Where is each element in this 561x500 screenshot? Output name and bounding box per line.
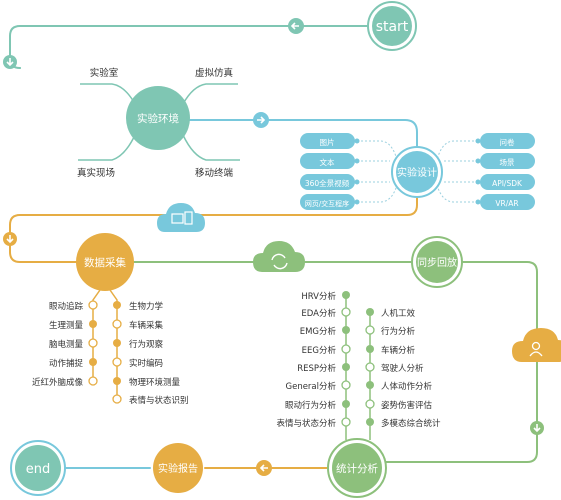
env-item-field: 真实现场 (77, 167, 115, 179)
collect-left-item: 眼动追踪 (49, 301, 84, 312)
design-node: 实验设计 (391, 146, 443, 198)
collect-right-item: 物理环境测量 (129, 377, 181, 388)
collect-right-labels: 生物力学 车辆采集 行为观察 实时编码 物理环境测量 表情与状态识别 (129, 301, 189, 406)
design-right-item: 问卷 (500, 137, 515, 147)
env-node: 实验环境 (126, 86, 190, 150)
stats-right-item: 人体动作分析 (381, 381, 433, 392)
end-node: end (10, 440, 66, 496)
env-item-mobile: 移动终端 (195, 167, 234, 179)
design-connectors (357, 140, 478, 203)
collect-right-item: 生物力学 (129, 301, 164, 312)
stats-right-item: 人机工效 (381, 308, 416, 319)
design-left-item: 网页/交互程序 (305, 199, 349, 208)
stats-left-labels: HRV分析 EDA分析 EMG分析 EEG分析 RESP分析 General分析… (276, 291, 336, 429)
stats-left-item: EDA分析 (301, 308, 336, 319)
arrow-badge-left-mid (3, 232, 17, 246)
design-left-item: 文本 (320, 157, 335, 167)
stats-center-label: 统计分析 (336, 462, 378, 475)
design-center-label: 实验设计 (397, 166, 437, 179)
arrow-badge-env (253, 112, 269, 128)
design-right-item: API/SDK (492, 179, 523, 188)
report-node: 实验报告 (153, 443, 203, 493)
design-right-item: 场景 (500, 158, 515, 167)
env-center-label: 实验环境 (137, 112, 179, 125)
collect-center-label: 数据采集 (84, 256, 126, 269)
env-item-virtual: 虚拟仿真 (195, 67, 233, 79)
design-left-pills: 图片 文本 360全景视频 网页/交互程序 (300, 133, 355, 210)
stats-left-item: EEG分析 (302, 345, 337, 356)
collect-left-item: 生理测量 (49, 320, 84, 331)
stats-right-item: 行为分析 (381, 326, 416, 337)
collect-right-item: 实时编码 (129, 358, 163, 369)
collect-left-labels: 眼动追踪 生理测量 脑电测量 动作捕捉 近红外脑成像 (32, 301, 84, 388)
arrow-badge-top (288, 18, 304, 34)
design-dots (354, 138, 481, 205)
arrow-badge-bottom (256, 460, 272, 476)
stats-right-item: 多模态综合统计 (381, 418, 441, 429)
collect-right-dots (112, 301, 122, 404)
design-right-pills: 问卷 场景 API/SDK VR/AR (480, 133, 535, 210)
flow-top (9, 25, 368, 69)
design-left-item: 图片 (320, 137, 335, 147)
start-node: start (367, 1, 417, 51)
collect-left-item: 动作捕捉 (49, 358, 84, 369)
stats-left-item: 眼动行为分析 (285, 400, 337, 411)
collect-left-item: 脑电测量 (49, 339, 84, 350)
stats-left-item: General分析 (286, 381, 337, 392)
collect-node: 数据采集 (76, 233, 134, 291)
stats-left-item: RESP分析 (297, 363, 336, 374)
start-label: start (376, 19, 409, 35)
collect-right-item: 表情与状态识别 (129, 395, 189, 406)
end-label: end (26, 462, 51, 477)
collect-left-dots (88, 300, 98, 386)
env-item-lab: 实验室 (90, 67, 119, 79)
collect-right-item: 行为观察 (129, 339, 164, 350)
arrow-badge-left-top (3, 55, 17, 69)
stats-node: 统计分析 (327, 438, 387, 498)
env-branches (78, 83, 240, 161)
stats-right-dots (365, 308, 375, 426)
stats-right-item: 姿势伤害评估 (381, 400, 433, 411)
stats-right-item: 车辆分析 (381, 345, 416, 356)
sync-cloud-icon (253, 241, 305, 272)
arrow-badge-right (530, 421, 544, 435)
design-right-item: VR/AR (495, 199, 518, 208)
flow-to-design (184, 119, 418, 151)
collect-left-item: 近红外脑成像 (32, 377, 84, 388)
stats-left-item: EMG分析 (300, 326, 337, 337)
stats-left-item: 表情与状态分析 (276, 418, 336, 429)
flow-design-down (9, 197, 418, 263)
collect-right-item: 车辆采集 (129, 320, 164, 331)
stats-right-labels: 人机工效 行为分析 车辆分析 驾驶人分析 人体动作分析 姿势伤害评估 多模态综合… (381, 308, 441, 429)
stats-left-item: HRV分析 (301, 291, 336, 302)
report-label: 实验报告 (158, 462, 198, 475)
stats-left-dots (341, 291, 351, 427)
stats-right-item: 驾驶人分析 (381, 363, 424, 374)
users-cloud-icon (512, 328, 561, 362)
design-left-item: 360全景视频 (305, 178, 350, 188)
flow-sync-down (384, 261, 538, 463)
device-cloud-icon (157, 203, 205, 232)
sync-label: 同步回放 (417, 256, 457, 269)
sync-node: 同步回放 (411, 236, 463, 288)
